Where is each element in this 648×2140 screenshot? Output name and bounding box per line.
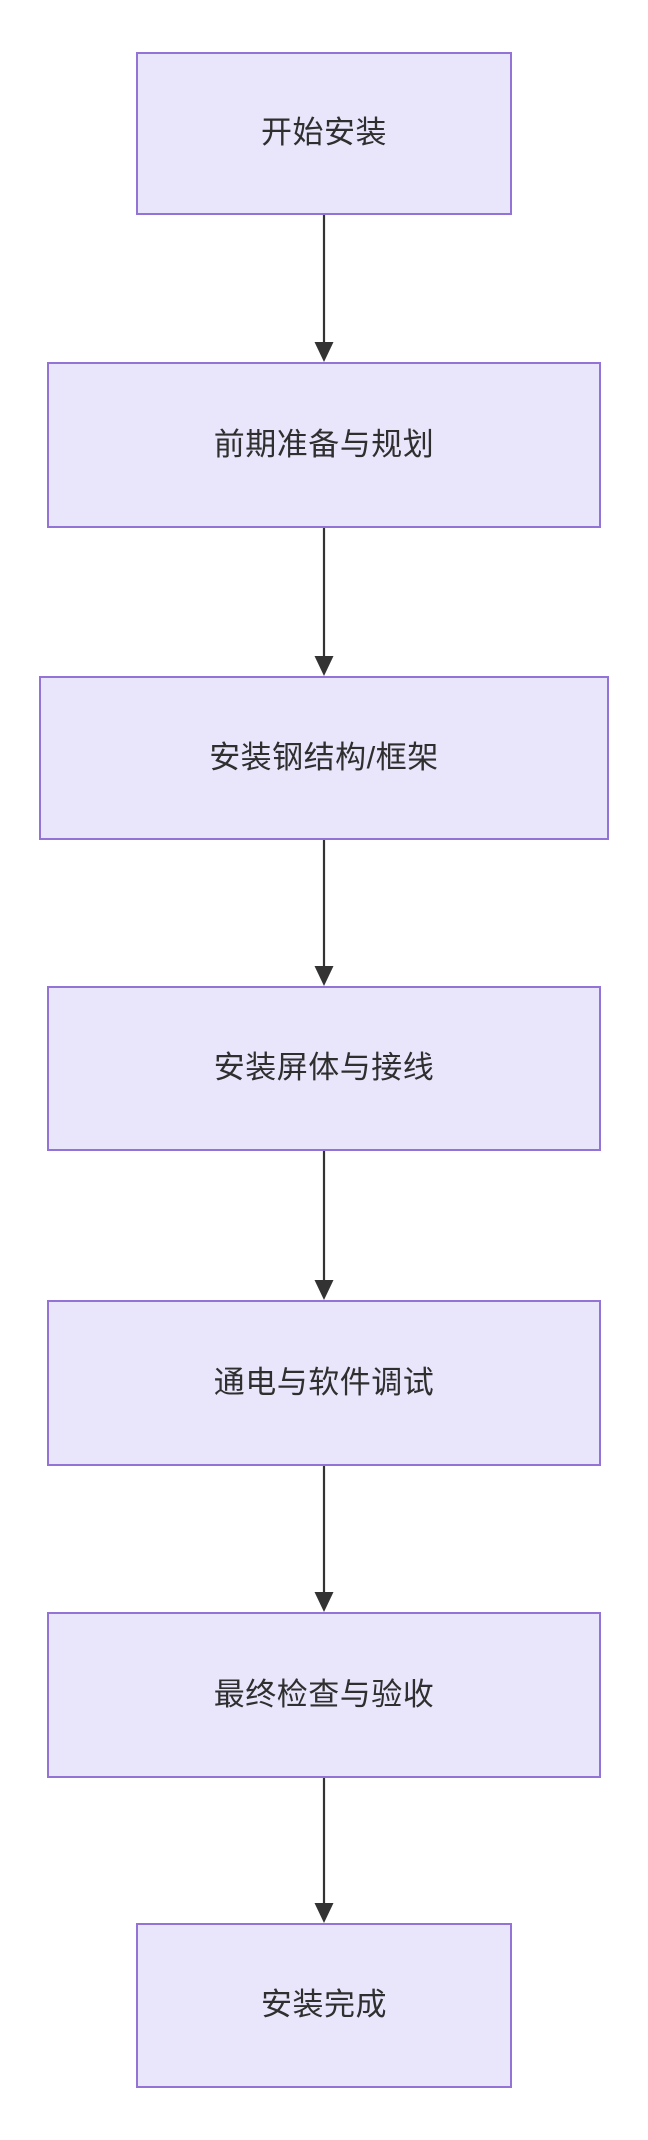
node-label: 前期准备与规划 bbox=[213, 426, 435, 462]
node-label: 安装完成 bbox=[261, 1987, 387, 2023]
node-start-installation[interactable]: 开始安装 bbox=[136, 52, 512, 215]
edge-arrowhead-icon bbox=[314, 966, 334, 986]
edge-arrowhead-icon bbox=[314, 656, 334, 676]
node-installation-complete[interactable]: 安装完成 bbox=[136, 1923, 512, 2088]
node-label: 开始安装 bbox=[261, 115, 387, 151]
edge-arrowhead-icon bbox=[314, 342, 334, 362]
node-install-steel-structure-frame[interactable]: 安装钢结构/框架 bbox=[39, 676, 609, 840]
edge-arrowhead-icon bbox=[314, 1903, 334, 1923]
node-label: 安装钢结构/框架 bbox=[209, 739, 439, 775]
edge-arrowhead-icon bbox=[314, 1280, 334, 1300]
node-label: 最终检查与验收 bbox=[213, 1676, 435, 1712]
node-final-inspection-acceptance[interactable]: 最终检查与验收 bbox=[47, 1612, 601, 1778]
node-label: 安装屏体与接线 bbox=[213, 1050, 435, 1086]
node-power-on-software-debugging[interactable]: 通电与软件调试 bbox=[47, 1300, 601, 1466]
node-label: 通电与软件调试 bbox=[213, 1364, 435, 1400]
node-install-screen-and-wiring[interactable]: 安装屏体与接线 bbox=[47, 986, 601, 1151]
node-preliminary-preparation-planning[interactable]: 前期准备与规划 bbox=[47, 362, 601, 528]
edge-arrowhead-icon bbox=[314, 1592, 334, 1612]
